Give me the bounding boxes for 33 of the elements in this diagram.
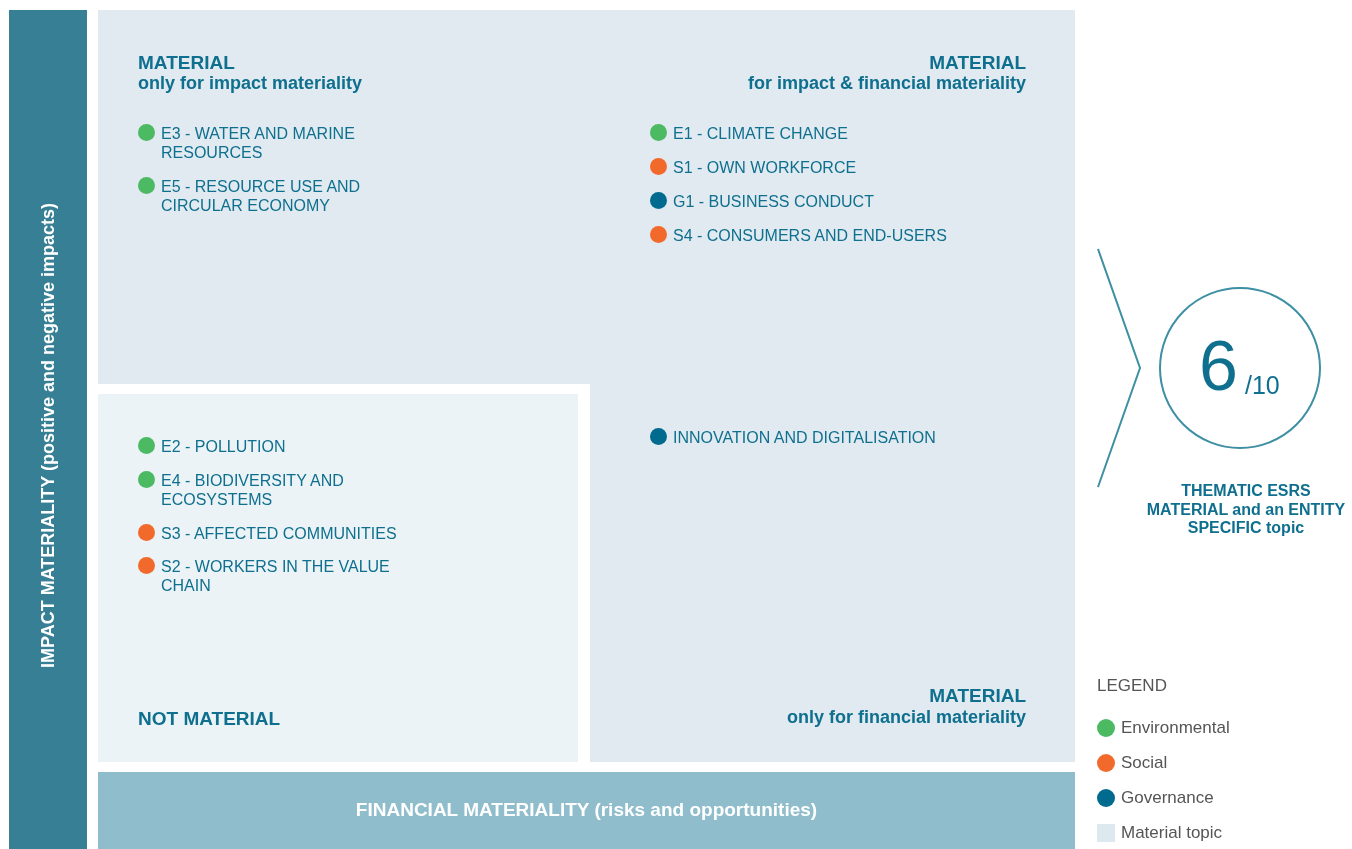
topic-label: E2 - POLLUTION (161, 437, 287, 456)
topic-label: S1 - OWN WORKFORCE (673, 158, 858, 177)
topic-label: E4 - BIODIVERSITY AND ECOSYSTEMS (161, 471, 345, 509)
topic-label: INNOVATION AND DIGITALISATION (673, 428, 937, 447)
legend-label: Material topic (1121, 823, 1223, 843)
quadrant-heading: only for impact materiality (138, 73, 363, 94)
legend-label: Environmental (1121, 718, 1230, 738)
matrix-panel (98, 10, 1075, 762)
score-value: 6 (1199, 331, 1238, 401)
topic-label: S4 - CONSUMERS AND END-USERS (673, 226, 948, 245)
topic-label: E1 - CLIMATE CHANGE (673, 124, 849, 143)
quadrant-heading: MATERIAL (929, 52, 1026, 74)
quadrant-heading: for impact & financial materiality (747, 73, 1026, 94)
circle-caption: THEMATIC ESRS MATERIAL and an ENTITY SPECIFIC topic (1146, 482, 1346, 538)
quadrant-box (98, 384, 590, 762)
score-circle (1159, 287, 1321, 449)
quadrant-heading: MATERIAL (929, 685, 1026, 707)
quadrant-heading: MATERIAL (138, 52, 235, 74)
axis-label: FINANCIAL MATERIALITY (risks and opportunities) (354, 799, 819, 822)
axis-bar (98, 772, 1075, 849)
topic-label: E3 - WATER AND MARINE RESOURCES (161, 124, 356, 162)
topic-label: S3 - AFFECTED COMMUNITIES (161, 524, 398, 543)
score-total: /10 (1245, 373, 1280, 398)
topic-label: E5 - RESOURCE USE AND CIRCULAR ECONOMY (161, 177, 362, 215)
quadrant-heading: NOT MATERIAL (138, 708, 281, 730)
axis-label: IMPACT MATERIALITY (positive and negative impacts) (37, 201, 59, 670)
axis-bar (9, 10, 87, 849)
legend-title: LEGEND (1097, 676, 1167, 696)
topic-label: S2 - WORKERS IN THE VALUE CHAIN (161, 557, 391, 595)
legend-label: Governance (1121, 788, 1214, 808)
quadrant-heading: only for financial materiality (786, 707, 1026, 728)
legend-label: Social (1121, 753, 1168, 773)
topic-label: G1 - BUSINESS CONDUCT (673, 192, 875, 211)
